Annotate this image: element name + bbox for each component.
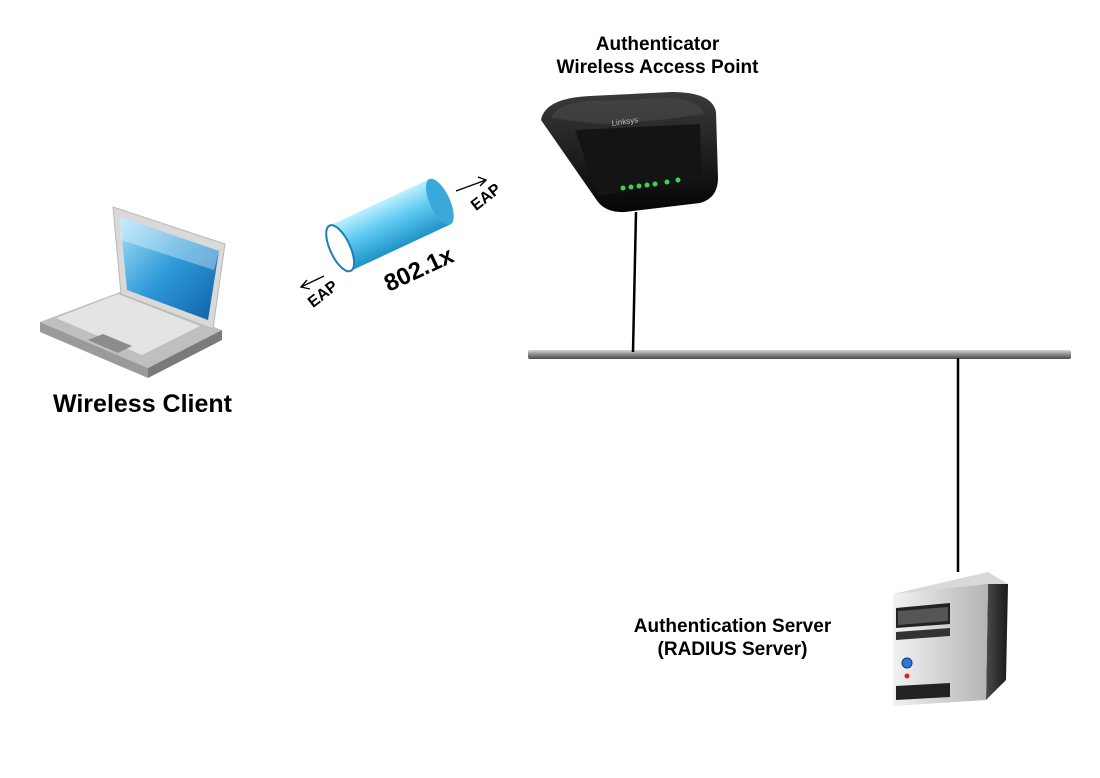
network-links [528,211,1071,572]
ap-device-text: Wireless Access Point [556,56,759,78]
router-brand: Linksys [611,115,639,128]
server-type-text: (RADIUS Server) [657,638,808,660]
server-role-text: Authentication Server [633,616,832,637]
ap-uplink-line [631,211,638,353]
auth-server-label: Authentication Server (RADIUS Server) [600,616,865,662]
wireless-client-label: Wireless Client [52,390,232,418]
eap-arrows [299,176,488,290]
network-bus [528,350,1071,359]
tunnel-pipe-icon [325,178,454,273]
wireless-router-icon: Linksys [541,92,718,213]
ap-role-text: Authenticator [595,34,720,55]
server-tower-icon [893,572,1008,706]
access-point-label: Authenticator Wireless Access Point [520,34,795,80]
laptop-icon [40,206,226,378]
